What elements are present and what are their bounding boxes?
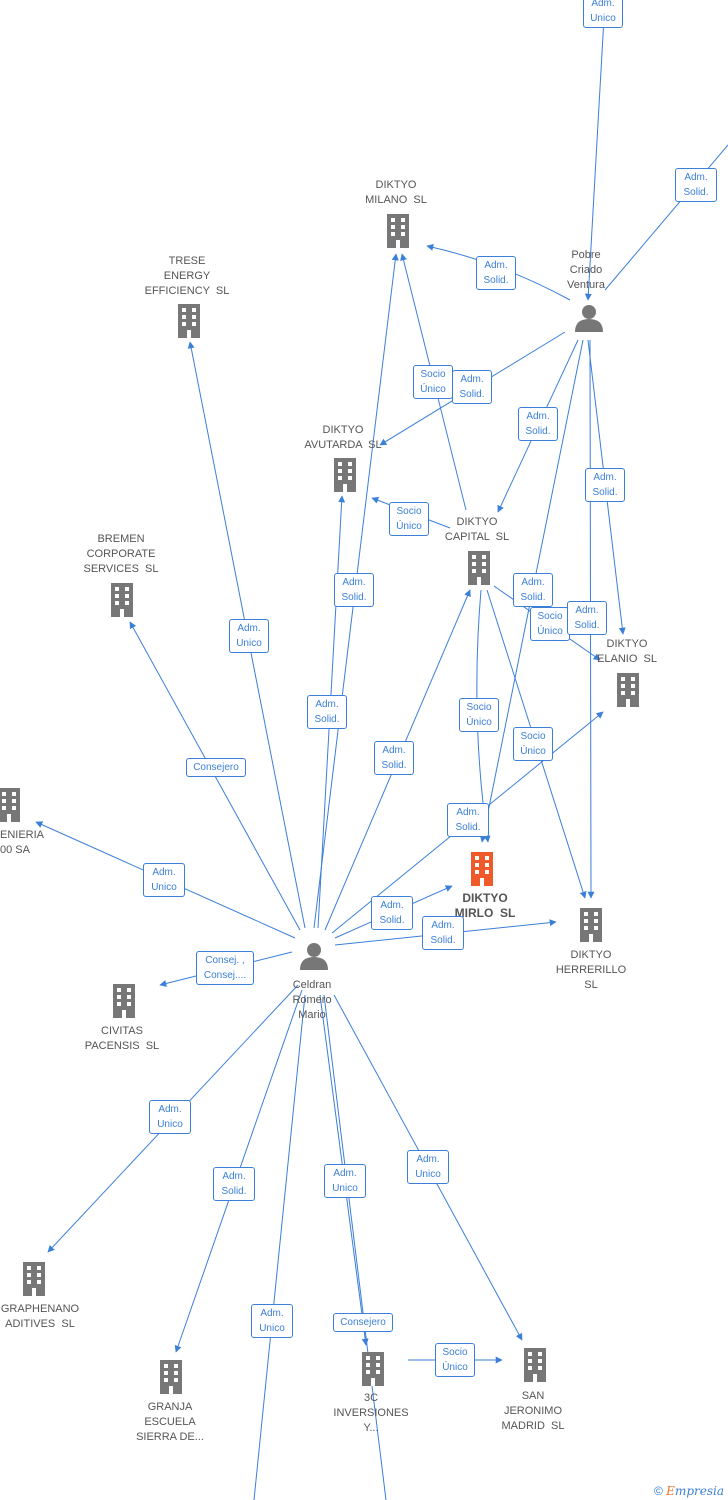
edge-label-celdran-elanio[interactable]: Adm. Solid. — [447, 803, 489, 837]
edge-label-celdran-3c-adm[interactable]: Adm. Unico — [324, 1164, 366, 1198]
node-label-diktyo-milano[interactable]: DIKTYO MILANO SL — [365, 179, 427, 206]
edge-celdran-bottom-right — [323, 994, 387, 1500]
building-icon-diktyo-capital[interactable] — [468, 551, 490, 585]
person-icon-pobre-criado[interactable] — [575, 305, 603, 332]
node-label-diktyo-elanio[interactable]: DIKTYO ELANIO SL — [597, 638, 657, 665]
edge-label-pobre-herrerillo[interactable]: Adm. Solid. — [513, 573, 553, 607]
building-icon-bremen[interactable] — [111, 583, 133, 617]
edge-label-celdran-avutarda[interactable]: Adm. Solid. — [334, 573, 374, 607]
edge-label-celdran-bremen[interactable]: Consejero — [186, 758, 246, 777]
building-icon-diktyo-avutarda[interactable] — [334, 458, 356, 492]
building-icon-civitas[interactable] — [113, 984, 135, 1018]
building-icon-diktyo-herrerillo[interactable] — [580, 908, 602, 942]
edge-label-capital-avutarda[interactable]: Socio Único — [389, 502, 429, 536]
edge-label-capital-elanio[interactable]: Socio Único — [530, 607, 570, 641]
node-label-diktyo-herrerillo[interactable]: DIKTYO HERRERILLO SL — [555, 949, 627, 991]
building-icon-ingenieria[interactable] — [0, 788, 20, 822]
building-icon-diktyo-elanio[interactable] — [617, 673, 639, 707]
node-label-san-jeronimo[interactable]: SAN JERONIMO MADRID SL — [501, 1390, 565, 1432]
edge-label-celdran-granja[interactable]: Adm. Solid. — [213, 1167, 255, 1201]
building-icon-san-jeronimo[interactable] — [524, 1348, 546, 1382]
edge-label-pobre-adm-top[interactable]: Adm. Unico — [583, 0, 623, 28]
building-icon-diktyo-milano[interactable] — [387, 214, 409, 248]
node-label-granja[interactable]: GRANJA ESCUELA SIERRA DE... — [136, 1401, 204, 1443]
empresia-logo[interactable]: © Empresia — [654, 1484, 724, 1498]
edge-label-capital-herrerillo[interactable]: Socio Único — [513, 727, 553, 761]
copyright-symbol: © — [653, 1484, 663, 1498]
edge-label-celdran-milano[interactable]: Adm. Solid. — [307, 695, 347, 729]
node-label-ingenieria[interactable]: ENIERIA 00 SA — [0, 829, 45, 856]
building-icon-graphenano[interactable] — [23, 1262, 45, 1296]
node-label-3c-inversiones[interactable]: 3C INVERSIONES Y... — [333, 1392, 409, 1434]
edge-label-capital-mirlo[interactable]: Socio Único — [459, 698, 499, 732]
node-label-bremen[interactable]: BREMEN CORPORATE SERVICES SL — [83, 533, 159, 575]
building-icon-trese-energy[interactable] — [178, 304, 200, 338]
edge-label-capital-milano[interactable]: Socio Único — [413, 365, 453, 399]
node-label-pobre-criado[interactable]: Pobre Criado Ventura — [567, 249, 605, 291]
node-label-graphenano[interactable]: GRAPHENANO ADITIVES SL — [0, 1303, 80, 1330]
edge-label-pobre-avutarda[interactable]: Adm. Solid. — [452, 370, 492, 404]
edge-label-pobre-milano[interactable]: Adm. Solid. — [476, 256, 516, 290]
edge-label-celdran-mirlo[interactable]: Adm. Solid. — [371, 896, 413, 930]
edge-label-3c-sanjeronimo[interactable]: Socio Único — [435, 1343, 475, 1377]
edge-label-celdran-sanjeronimo[interactable]: Adm. Unico — [407, 1150, 449, 1184]
edge-label-celdran-bottom[interactable]: Adm. Unico — [251, 1304, 293, 1338]
edge-label-pobre-adm-solid-right[interactable]: Adm. Solid. — [675, 168, 717, 202]
edge-label-celdran-civitas[interactable]: Consej. , Consej.... — [196, 951, 254, 985]
edge-label-celdran-capital[interactable]: Adm. Solid. — [374, 741, 414, 775]
edge-celdran-bottom — [253, 994, 306, 1500]
brand-name: mpresia — [674, 1484, 724, 1498]
node-label-diktyo-capital[interactable]: DIKTYO CAPITAL SL — [444, 516, 510, 543]
node-label-diktyo-avutarda[interactable]: DIKTYO AVUTARDA SL — [304, 424, 382, 451]
node-label-celdran[interactable]: Celdran Romero Mario — [292, 979, 332, 1021]
building-icon-granja[interactable] — [160, 1360, 182, 1394]
edge-label-celdran-trese[interactable]: Adm. Unico — [229, 619, 269, 653]
edge-label-pobre-elanio[interactable]: Adm. Solid. — [585, 468, 625, 502]
brand-initial: E — [666, 1484, 675, 1498]
node-label-civitas[interactable]: CIVITAS PACENSIS SL — [84, 1025, 160, 1052]
edge-label-celdran-ingenieria[interactable]: Adm. Unico — [143, 863, 185, 897]
edge-label-pobre-capital[interactable]: Adm. Solid. — [518, 407, 558, 441]
edge-label-celdran-herrerillo[interactable]: Adm. Solid. — [422, 916, 464, 950]
node-icons — [0, 214, 639, 1394]
person-icon-celdran[interactable] — [300, 943, 328, 970]
edge-pobre-adm-top — [584, 0, 606, 301]
node-label-diktyo-mirlo[interactable]: DIKTYO MIRLO SL — [454, 891, 516, 920]
edge-label-celdran-3c-consejero[interactable]: Consejero — [333, 1313, 393, 1332]
edge-label-pobre-mirlo[interactable]: Adm. Solid. — [567, 601, 607, 635]
building-icon-diktyo-mirlo[interactable] — [471, 852, 493, 886]
node-label-trese-energy[interactable]: TRESE ENERGY EFFICIENCY SL — [144, 255, 230, 297]
edge-pobre-adm-solid-right — [604, 144, 728, 291]
building-icon-3c-inversiones[interactable] — [362, 1352, 384, 1386]
edge-label-celdran-graphenano[interactable]: Adm. Unico — [149, 1100, 191, 1134]
